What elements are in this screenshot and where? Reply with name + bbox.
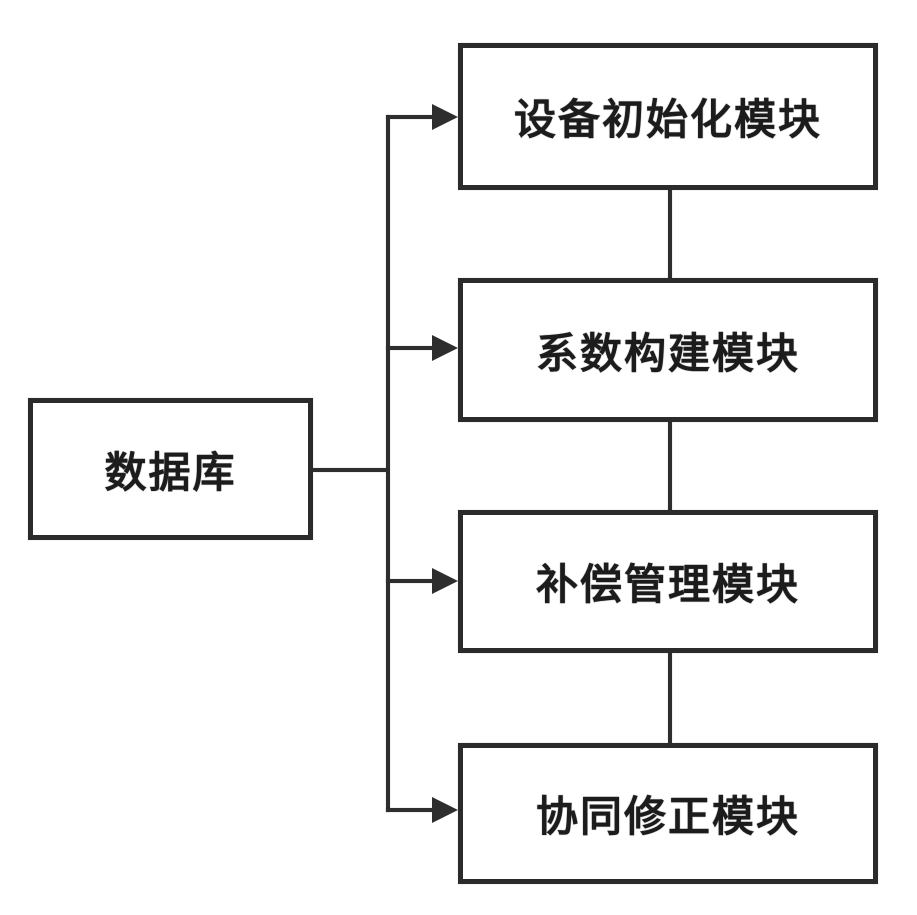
connector-branch-module3 — [386, 579, 436, 583]
node-collaborative-correction-module: 协同修正模块 — [458, 743, 878, 884]
connector-branch-module4 — [386, 808, 436, 812]
connector-trunk-vertical — [386, 115, 390, 812]
connector-module1-module2 — [668, 190, 672, 278]
node-database-label: 数据库 — [104, 448, 237, 496]
connector-database-to-trunk — [313, 468, 388, 472]
node-module1-label: 设备初始化模块 — [513, 96, 822, 143]
arrowhead-right-icon — [432, 568, 458, 594]
node-compensation-management-module: 补偿管理模块 — [458, 510, 878, 653]
node-module4-label: 协同修正模块 — [535, 793, 800, 840]
node-module2-label: 系数构建模块 — [535, 329, 800, 377]
connector-module2-module3 — [668, 422, 672, 510]
arrowhead-right-icon — [432, 797, 458, 823]
node-coefficient-construction-module: 系数构建模块 — [458, 278, 878, 422]
node-module3-label: 补偿管理模块 — [535, 561, 800, 608]
node-device-initialization-module: 设备初始化模块 — [458, 43, 878, 190]
node-database: 数据库 — [28, 398, 313, 540]
arrowhead-right-icon — [432, 104, 458, 130]
connector-branch-module1 — [386, 115, 436, 119]
connector-branch-module2 — [386, 346, 436, 350]
arrowhead-right-icon — [432, 335, 458, 361]
connector-module3-module4 — [668, 653, 672, 743]
